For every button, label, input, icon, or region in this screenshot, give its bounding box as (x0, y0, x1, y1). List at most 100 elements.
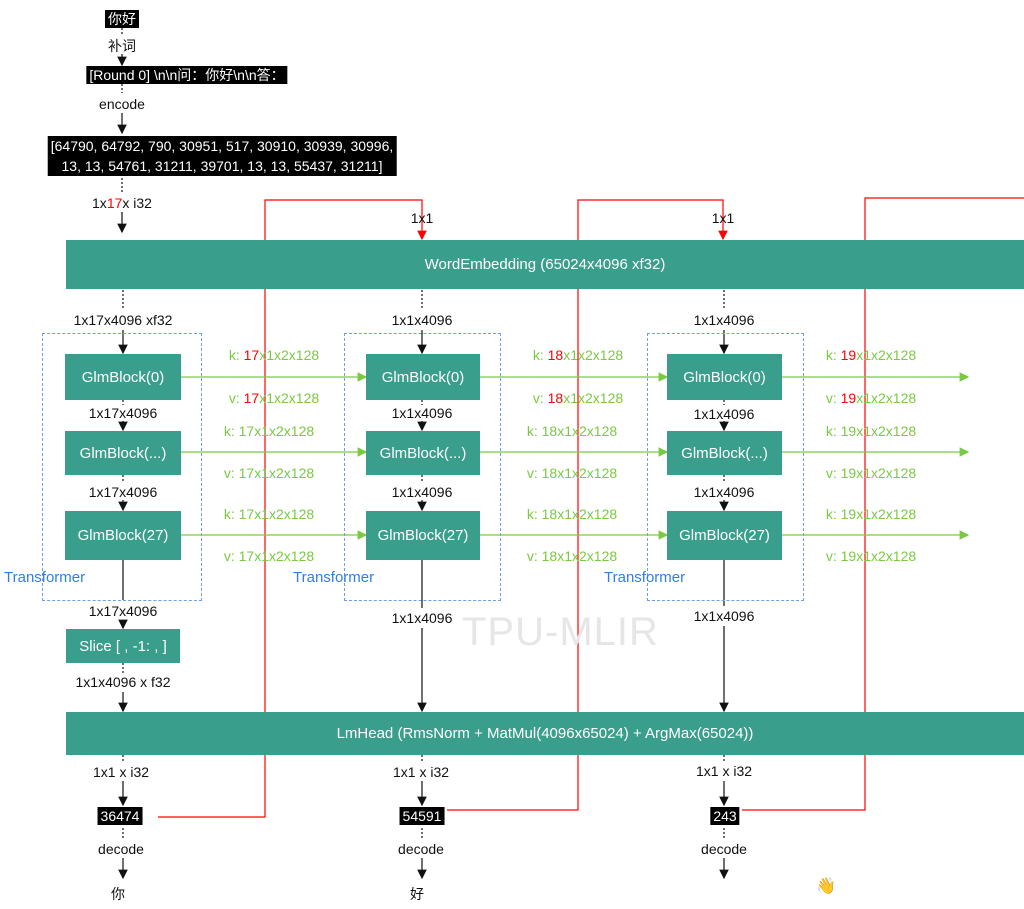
kv-v0-step2-suffix: x1x2x128 (563, 390, 624, 406)
kv-v27-step1-prefix: v: (223, 548, 239, 564)
kv-kmid-step2: k: 18x1x2x128 (527, 422, 617, 440)
kv-vmid-step2-value: 18x1x2x128 (541, 465, 618, 481)
prompt-label: 补词 (108, 38, 136, 54)
col1-logit-shape: 1x1 x i32 (92, 764, 150, 780)
kv-v27-step3: v: 19x1x2x128 (826, 547, 916, 565)
feedback-shape-2: 1x1 (711, 210, 735, 226)
kv-v27-step1: v: 17x1x2x128 (224, 547, 314, 565)
encode-label: encode (99, 96, 145, 112)
kv-kmid-step1-prefix: k: (223, 423, 239, 439)
kv-v0-step1-suffix: x1x2x128 (259, 390, 320, 406)
token-out-3: 243 (710, 807, 740, 825)
kv-k27-step1-prefix: k: (223, 506, 239, 522)
kv-v27-step3-value: 19x1x2x128 (840, 548, 917, 564)
kv-v27-step3-prefix: v: (825, 548, 841, 564)
kv-vmid-step3: v: 19x1x2x128 (826, 464, 916, 482)
transformer-group-1 (42, 333, 202, 601)
col2-out-shape: 1x1x4096 (391, 610, 453, 626)
col1-glmblock-27: GlmBlock(27) (65, 511, 181, 560)
kv-v0-step2-num: 18 (547, 390, 564, 406)
kv-kmid-step3-value: 19x1x2x128 (840, 423, 917, 439)
kv-k27-step2: k: 18x1x2x128 (527, 505, 617, 523)
kv-k0-step2: k: 18x1x2x128 (533, 346, 623, 364)
kv-k0-step2-suffix: x1x2x128 (563, 347, 624, 363)
input-shape-post: x i32 (122, 195, 152, 211)
decode-label-1: decode (98, 841, 144, 857)
kv-k27-step2-value: 18x1x2x128 (541, 506, 618, 522)
kv-k0-step3-prefix: k: (825, 347, 841, 363)
col3-shape-b01: 1x1x4096 (693, 406, 755, 422)
col2-embed-shape: 1x1x4096 (391, 312, 453, 328)
kv-v0-step2-prefix: v: (532, 390, 548, 406)
kv-vmid-step2-prefix: v: (526, 465, 542, 481)
kv-vmid-step2: v: 18x1x2x128 (527, 464, 617, 482)
col2-logit-shape: 1x1 x i32 (392, 764, 450, 780)
decode-label-2: decode (398, 841, 444, 857)
kv-vmid-step1-value: 17x1x2x128 (238, 465, 315, 481)
query-text: 你好 (105, 10, 139, 28)
col3-logit-shape: 1x1 x i32 (695, 763, 753, 779)
kv-k0-step2-num: 18 (547, 347, 564, 363)
kv-v0-step1-num: 17 (243, 390, 260, 406)
word-embedding-box: WordEmbedding (65024x4096 xf32) (66, 240, 1024, 289)
decoded-char-1: 你 (111, 886, 125, 902)
kv-k27-step1: k: 17x1x2x128 (224, 505, 314, 523)
kv-kmid-step2-value: 18x1x2x128 (541, 423, 618, 439)
kv-kmid-step3: k: 19x1x2x128 (826, 422, 916, 440)
kv-k0-step1-suffix: x1x2x128 (259, 347, 320, 363)
kv-v27-step2: v: 18x1x2x128 (527, 547, 617, 565)
col2-glmblock-mid: GlmBlock(...) (366, 431, 480, 475)
token-out-2: 54591 (399, 807, 445, 825)
kv-k0-step3-num: 19 (840, 347, 857, 363)
kv-k0-step3-suffix: x1x2x128 (856, 347, 917, 363)
kv-v27-step2-value: 18x1x2x128 (541, 548, 618, 564)
kv-kmid-step1: k: 17x1x2x128 (224, 422, 314, 440)
kv-v0-step3-prefix: v: (825, 390, 841, 406)
col2-glmblock-0: GlmBlock(0) (366, 354, 480, 400)
token-ids: [64790, 64792, 790, 30951, 517, 30910, 3… (47, 136, 397, 176)
kv-kmid-step2-prefix: k: (526, 423, 542, 439)
col1-shape-b01: 1x17x4096 (88, 405, 158, 421)
slice-out-shape: 1x1x4096 x f32 (75, 674, 171, 690)
kv-v0-step1: v: 17x1x2x128 (229, 389, 319, 407)
col1-embed-shape: 1x17x4096 xf32 (73, 312, 173, 328)
token-ids-line1: [64790, 64792, 790, 30951, 517, 30910, 3… (50, 138, 394, 154)
col2-shape-b01: 1x1x4096 (391, 405, 453, 421)
kv-k27-step1-value: 17x1x2x128 (238, 506, 315, 522)
kv-v27-step1-value: 17x1x2x128 (238, 548, 315, 564)
kv-v0-step3: v: 19x1x2x128 (826, 389, 916, 407)
kv-vmid-step3-prefix: v: (825, 465, 841, 481)
kv-k0-step1: k: 17x1x2x128 (229, 346, 319, 364)
col1-shape-b12: 1x17x4096 (88, 484, 158, 500)
col1-glmblock-0: GlmBlock(0) (65, 354, 181, 400)
transformer-label-3: Transformer (604, 569, 686, 586)
transformer-label-2: Transformer (293, 569, 375, 586)
token-ids-line2: 13, 13, 54761, 31211, 39701, 13, 13, 554… (61, 158, 383, 174)
col2-shape-b12: 1x1x4096 (391, 484, 453, 500)
kv-v0-step1-prefix: v: (228, 390, 244, 406)
col1-glmblock-mid: GlmBlock(...) (65, 431, 181, 475)
input-shape-pre: 1x (92, 195, 107, 211)
transformer-label-1: Transformer (4, 569, 86, 586)
prompt-text: [Round 0] \n\n问：你好\n\n答： (86, 66, 288, 84)
decoded-char-2: 好 (410, 886, 424, 902)
kv-k27-step3-prefix: k: (825, 506, 841, 522)
watermark: TPU-MLIR (462, 610, 659, 654)
col3-shape-b12: 1x1x4096 (693, 484, 755, 500)
kv-v0-step3-suffix: x1x2x128 (856, 390, 917, 406)
col1-out-shape: 1x17x4096 (88, 603, 158, 619)
kv-k0-step1-num: 17 (243, 347, 260, 363)
kv-k0-step2-prefix: k: (532, 347, 548, 363)
waving-hand-icon: 👋 (816, 878, 836, 895)
kv-k0-step1-prefix: k: (228, 347, 244, 363)
col3-glmblock-27: GlmBlock(27) (667, 511, 782, 560)
col3-glmblock-0: GlmBlock(0) (667, 354, 782, 400)
kv-k0-step3: k: 19x1x2x128 (826, 346, 916, 364)
transformer-group-3 (647, 333, 804, 601)
kv-k27-step2-prefix: k: (526, 506, 542, 522)
col3-out-shape: 1x1x4096 (693, 608, 755, 624)
input-shape-num: 17 (106, 195, 123, 211)
transformer-group-2 (344, 333, 501, 601)
